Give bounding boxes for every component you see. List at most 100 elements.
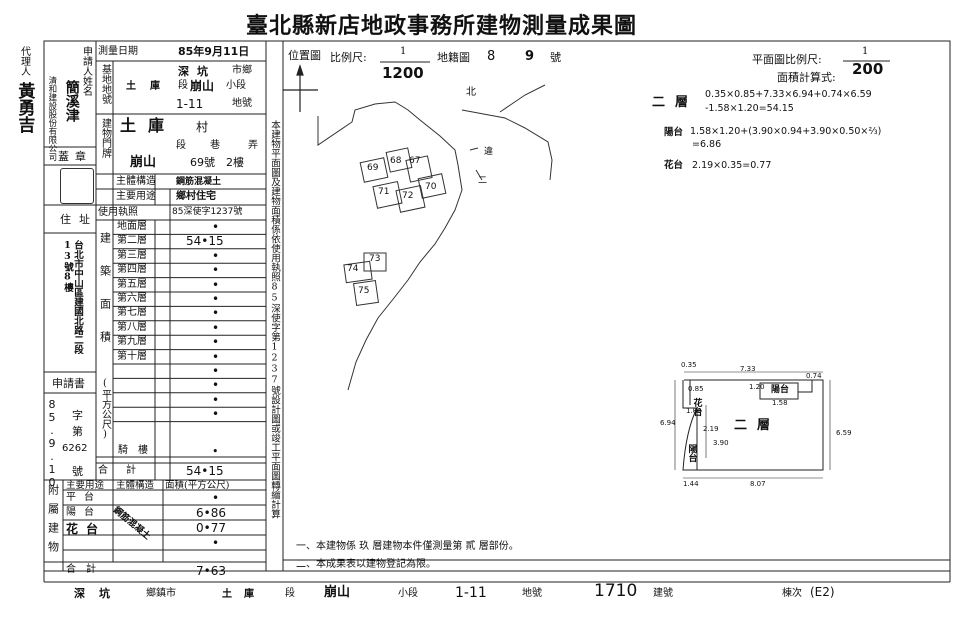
parcel-number: 二 bbox=[478, 176, 488, 186]
floor-name: 第三層 bbox=[117, 249, 147, 261]
floor-name: 第十層 bbox=[117, 350, 147, 362]
note-2: 二、本成果表以建物登記為限。 bbox=[296, 559, 436, 570]
structure-value: 鋼筋混凝土 bbox=[176, 177, 222, 187]
dimension-label: 0.74 bbox=[806, 372, 822, 380]
app-hao: 號 bbox=[72, 465, 83, 478]
total-value: 54•15 bbox=[186, 464, 224, 478]
attach-header-structure: 主體構造 bbox=[116, 480, 155, 491]
footer-subsection-suffix: 小段 bbox=[398, 588, 418, 599]
footer-city-suffix: 鄉鎮市 bbox=[146, 588, 176, 599]
footer-subsection: 崩山 bbox=[324, 585, 351, 600]
use-label: 主要用途 bbox=[116, 191, 156, 202]
attach-header-use: 主要用途 bbox=[66, 480, 105, 491]
floor-name: 地面層 bbox=[117, 221, 147, 232]
location-scale-den: 1200 bbox=[382, 64, 424, 82]
door-road: 崩山 bbox=[130, 155, 157, 170]
app-char: 字 bbox=[72, 409, 83, 422]
attach-header-area: 面積(平方公尺) bbox=[165, 480, 230, 491]
floorplan-main-label: 二層 bbox=[734, 418, 781, 433]
footer-section-suffix: 段 bbox=[285, 588, 295, 599]
permit-label: 使用執照 bbox=[98, 207, 138, 218]
parcel-number: 74 bbox=[347, 264, 359, 274]
floorplan-flower: 花台 bbox=[691, 398, 702, 416]
dimension-label: 1.58 bbox=[772, 399, 788, 407]
floor-area: • bbox=[212, 349, 220, 364]
parcel-number: 73 bbox=[369, 254, 381, 264]
floor-area: • bbox=[212, 292, 220, 306]
floor-area: • bbox=[212, 364, 220, 378]
parcel-number: 71 bbox=[378, 187, 390, 197]
plan-flower-formula: 2.19×0.35=0.77 bbox=[692, 160, 772, 171]
dimension-label: 8.07 bbox=[750, 480, 766, 488]
floor-area: • bbox=[212, 277, 220, 292]
plan-scale-num: 1 bbox=[862, 46, 869, 57]
plan-balcony-formula-2: =6.86 bbox=[692, 139, 722, 150]
dimension-label: 1.20 bbox=[749, 383, 765, 391]
arcade-value: • bbox=[212, 445, 219, 458]
footer-section: 土庫 bbox=[222, 589, 266, 600]
floor-name: 第六層 bbox=[117, 293, 147, 304]
floor-area: • bbox=[212, 407, 220, 422]
floor-name: 第九層 bbox=[117, 336, 147, 348]
survey-date-label: 測量日期 bbox=[98, 46, 138, 57]
attach-total-value: 7•63 bbox=[196, 564, 226, 578]
footer-sheet-label: 棟次 bbox=[782, 588, 802, 599]
door-number: 69號 bbox=[190, 156, 215, 169]
plan-flower-label: 花台 bbox=[664, 160, 684, 171]
permit-value: 85深使字1237號 bbox=[172, 207, 243, 217]
floor-name: 第七層 bbox=[117, 307, 147, 319]
attach-area: 0•77 bbox=[196, 521, 226, 535]
door-village-suffix: 村 bbox=[196, 120, 209, 134]
base-subsection-suffix: 小段 bbox=[226, 80, 246, 91]
footer-bldg-no: 1710 bbox=[594, 581, 638, 601]
north-label: 北 bbox=[466, 87, 476, 98]
area-group-label: 建築面積 bbox=[98, 232, 112, 364]
survey-date-value: 85年9月11日 bbox=[178, 45, 250, 58]
location-scale-label: 比例尺: bbox=[330, 51, 367, 64]
attach-area: • bbox=[212, 491, 220, 505]
attach-label: 附屬建物 bbox=[46, 484, 60, 560]
floor-area: • bbox=[212, 263, 220, 278]
page-title: 臺北縣新店地政事務所建物測量成果圖 bbox=[246, 13, 638, 39]
base-lot-suffix: 地號 bbox=[232, 98, 252, 109]
floor-area: • bbox=[212, 335, 220, 350]
base-section-suffix: 段 bbox=[178, 80, 188, 91]
floor-area: • bbox=[212, 306, 220, 321]
base-section: 土庫 bbox=[126, 81, 174, 92]
plan-scale-den: 200 bbox=[852, 60, 884, 78]
map-suffix: 號 bbox=[550, 51, 561, 64]
parcel-number: 67 bbox=[409, 156, 421, 166]
dimension-label: 0.35 bbox=[681, 361, 697, 369]
floor-area: • bbox=[212, 248, 220, 263]
dimension-label: 6.59 bbox=[836, 429, 852, 437]
address-label: 住址 bbox=[60, 213, 98, 226]
door-alley-suffix: 弄 bbox=[248, 140, 258, 151]
parcel-number: 69 bbox=[367, 163, 379, 173]
dimension-label: 1.08 bbox=[686, 407, 702, 415]
floor-area: • bbox=[212, 320, 220, 335]
structure-label: 主體構造 bbox=[116, 176, 156, 187]
app-no-label: 第 bbox=[72, 425, 83, 438]
dimension-label: 3.90 bbox=[713, 439, 729, 447]
plan-balcony-label: 陽台 bbox=[664, 127, 684, 138]
plan-formula-2: -1.58×1.20=54.15 bbox=[705, 103, 794, 114]
location-label: 位置圖 bbox=[288, 49, 321, 62]
parcel-number: 70 bbox=[425, 182, 437, 192]
footer-lot-suffix: 地號 bbox=[522, 588, 542, 599]
base-label: 基地地號 bbox=[99, 64, 111, 104]
map-no2: 9 bbox=[525, 49, 535, 64]
agent-name: 黃勇吉 bbox=[14, 82, 35, 133]
dimension-label: 1.44 bbox=[683, 480, 699, 488]
floor-name: 第五層 bbox=[117, 278, 147, 290]
unit-label: (平方公尺) bbox=[99, 378, 111, 440]
base-city-suffix: 市鄉 bbox=[232, 65, 252, 76]
map-label: 地籍圖 bbox=[437, 51, 470, 64]
base-subsection: 崩山 bbox=[190, 79, 215, 93]
dimension-label: 0.85 bbox=[688, 385, 704, 393]
applicant-name: 簡溪津 bbox=[63, 80, 80, 122]
attach-use: 平台 bbox=[66, 492, 102, 503]
floor-area: • bbox=[212, 378, 220, 393]
door-floor: 2樓 bbox=[226, 156, 244, 169]
seal-stamp bbox=[60, 168, 94, 204]
